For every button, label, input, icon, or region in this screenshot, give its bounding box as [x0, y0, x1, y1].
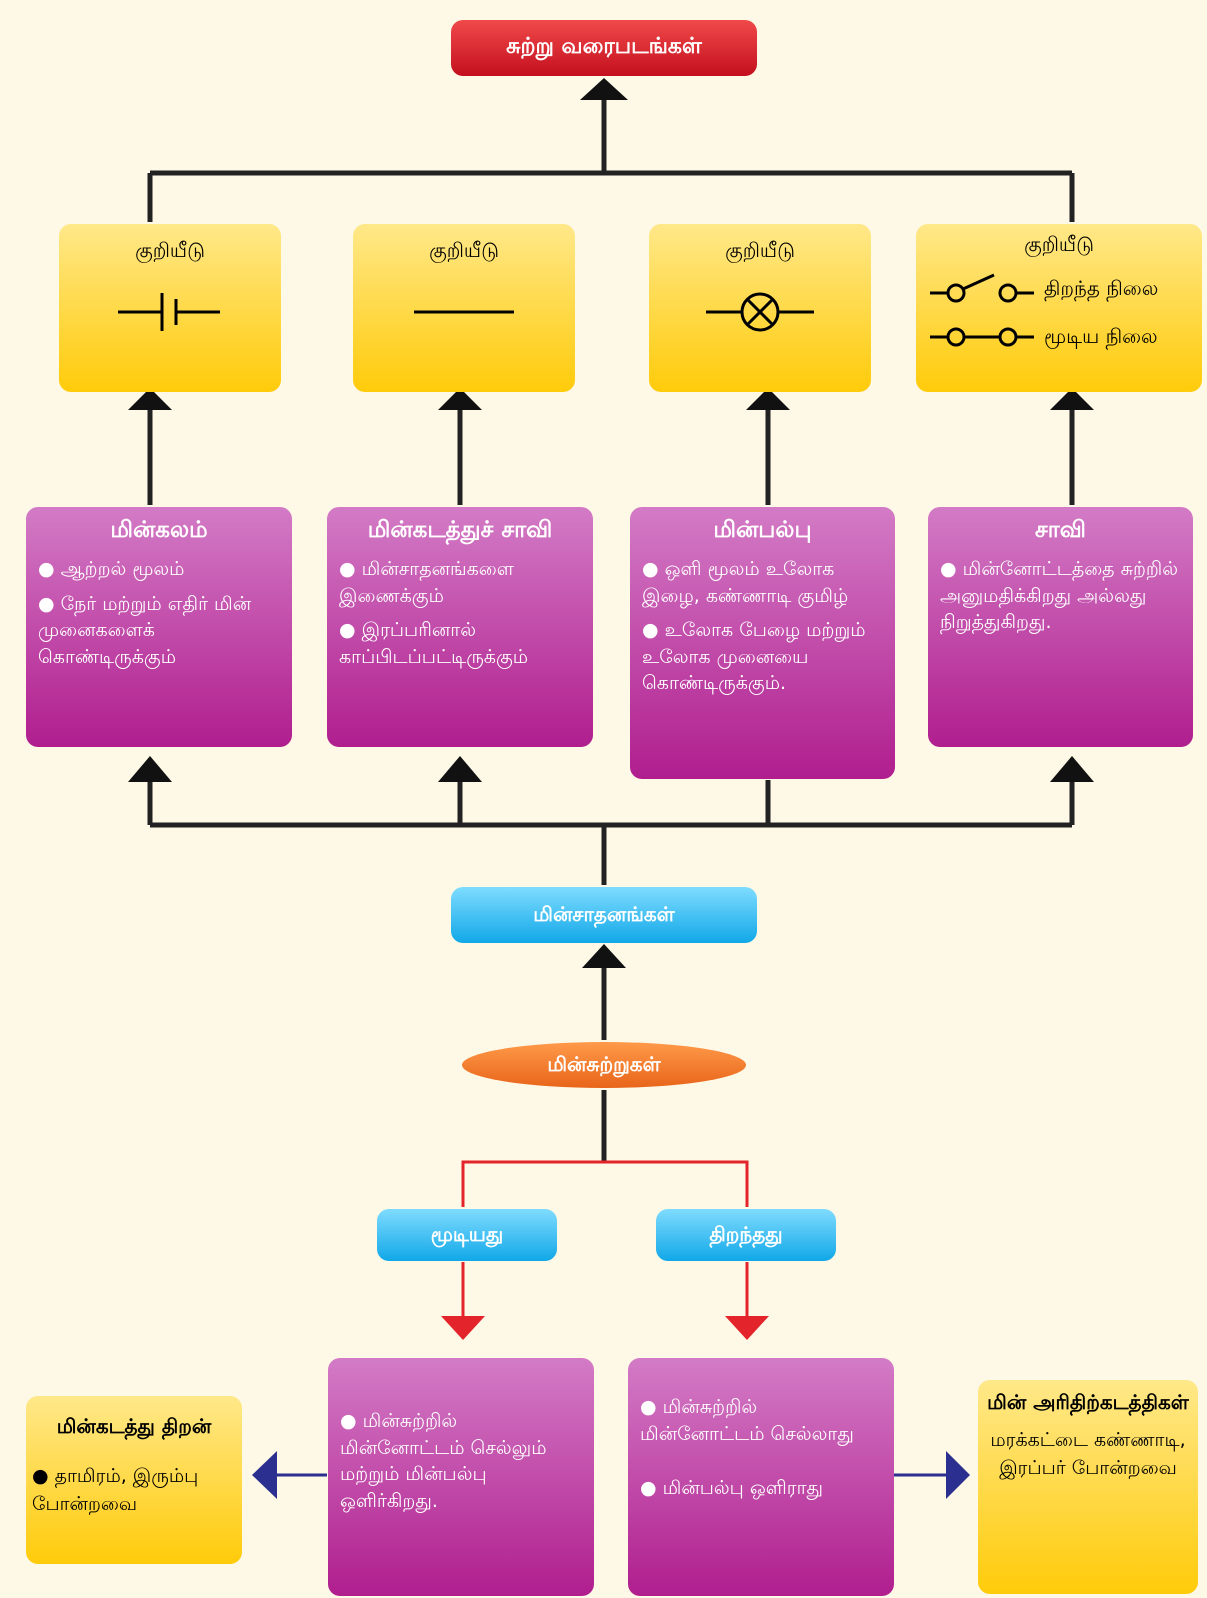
open-circuit-label: திறந்தது: [709, 1221, 783, 1246]
electrical-devices-box: மின்சாதனங்கள்: [451, 887, 757, 943]
component-point: ● மின்சாதனங்களை இணைக்கும்: [339, 558, 514, 607]
switch-open-row: திறந்த நிலை: [928, 269, 1202, 309]
open-circuit-box: திறந்தது: [656, 1209, 836, 1261]
conductors-text: ● தாமிரம், இரும்பு போன்றவை: [32, 1465, 199, 1515]
circuit-diagrams-label: சுற்று வரைபடங்கள்: [506, 34, 702, 59]
component-title: மின்பல்பு: [713, 517, 812, 543]
open-circuit-point: ● மின்சுற்றில் மின்னோட்டம் செல்லாது: [640, 1396, 854, 1445]
conductors-title: மின்கடத்து திறன்: [56, 1414, 212, 1438]
closed-circuit-point: ● மின்சுற்றில் மின்னோட்டம் செல்லும் மற்ற…: [340, 1410, 547, 1512]
electric-circuits-oval: மின்சுற்றுகள்: [462, 1042, 746, 1088]
closed-circuit-label: மூடியது: [430, 1221, 504, 1246]
symbol-label: குறியீடு: [429, 238, 499, 262]
symbol-label: குறியீடு: [725, 238, 795, 262]
component-point: ● ஆற்றல் மூலம்: [38, 558, 185, 580]
open-circuit-result-box: ● மின்சுற்றில் மின்னோட்டம் செல்லாது ● மி…: [628, 1358, 894, 1596]
symbol-box-bulb: குறியீடு: [649, 224, 871, 392]
bulb-symbol-icon: [706, 292, 814, 332]
symbol-label: குறியீடு: [1024, 232, 1094, 256]
insulators-box: மின் அரிதிற்கடத்திகள் மரக்கட்டை கண்ணாடி,…: [978, 1380, 1198, 1594]
component-box-bulb: மின்பல்பு ● ஒளி மூலம் உலோக இழை, கண்ணாடி …: [630, 507, 895, 779]
wire-symbol-icon: [414, 310, 514, 314]
component-point: ● இரப்பரினால் காப்பிடப்பட்டிருக்கும்: [339, 619, 529, 668]
insulators-text: மரக்கட்டை கண்ணாடி, இரப்பர் போன்றவை: [990, 1429, 1186, 1479]
conductors-box: மின்கடத்து திறன் ● தாமிரம், இரும்பு போன்…: [26, 1396, 242, 1564]
open-circuit-point: ● மின்பல்பு ஒளிராது: [640, 1477, 823, 1500]
switch-closed-row: மூடிய நிலை: [928, 317, 1202, 357]
symbol-box-switch: குறியீடு திறந்த நிலை மூடிய நிலை: [916, 224, 1202, 392]
switch-closed-symbol-icon: [930, 327, 1034, 347]
component-title: மின்கலம்: [110, 517, 208, 543]
circuit-diagrams-title: சுற்று வரைபடங்கள்: [451, 20, 757, 76]
switch-open-label: திறந்த நிலை: [1044, 275, 1159, 300]
closed-circuit-result-box: ● மின்சுற்றில் மின்னோட்டம் செல்லும் மற்ற…: [328, 1358, 594, 1596]
closed-circuit-box: மூடியது: [377, 1209, 557, 1261]
component-point: ● நேர் மற்றும் எதிர் மின் முனைகளைக் கொண்…: [38, 592, 252, 668]
insulators-title: மின் அரிதிற்கடத்திகள்: [987, 1390, 1189, 1414]
symbol-label: குறியீடு: [135, 238, 205, 262]
component-point: ● ஒளி மூலம் உலோக இழை, கண்ணாடி குமிழ்: [642, 558, 849, 607]
electrical-devices-label: மின்சாதனங்கள்: [533, 901, 675, 926]
switch-open-symbol-icon: [930, 273, 1034, 303]
component-point: ● உலோக பேழை மற்றும் உலோக முனையை கொண்டிரு…: [642, 619, 866, 695]
component-title: சாவி: [1035, 517, 1086, 543]
symbol-box-battery: குறியீடு: [59, 224, 281, 392]
symbol-box-wire: குறியீடு: [353, 224, 575, 392]
battery-symbol-icon: [118, 293, 220, 331]
switch-closed-label: மூடிய நிலை: [1044, 323, 1158, 348]
component-box-conducting-key: மின்கடத்துச் சாவி ● மின்சாதனங்களை இணைக்க…: [327, 507, 593, 747]
component-point: ● மின்னோட்டத்தை சுற்றில் அனுமதிக்கிறது அ…: [940, 558, 1179, 634]
component-box-switch: சாவி ● மின்னோட்டத்தை சுற்றில் அனுமதிக்கி…: [928, 507, 1193, 747]
electric-circuits-label: மின்சுற்றுகள்: [547, 1051, 661, 1076]
component-title: மின்கடத்துச் சாவி: [367, 517, 553, 543]
component-box-battery: மின்கலம் ● ஆற்றல் மூலம் ● நேர் மற்றும் எ…: [26, 507, 292, 747]
